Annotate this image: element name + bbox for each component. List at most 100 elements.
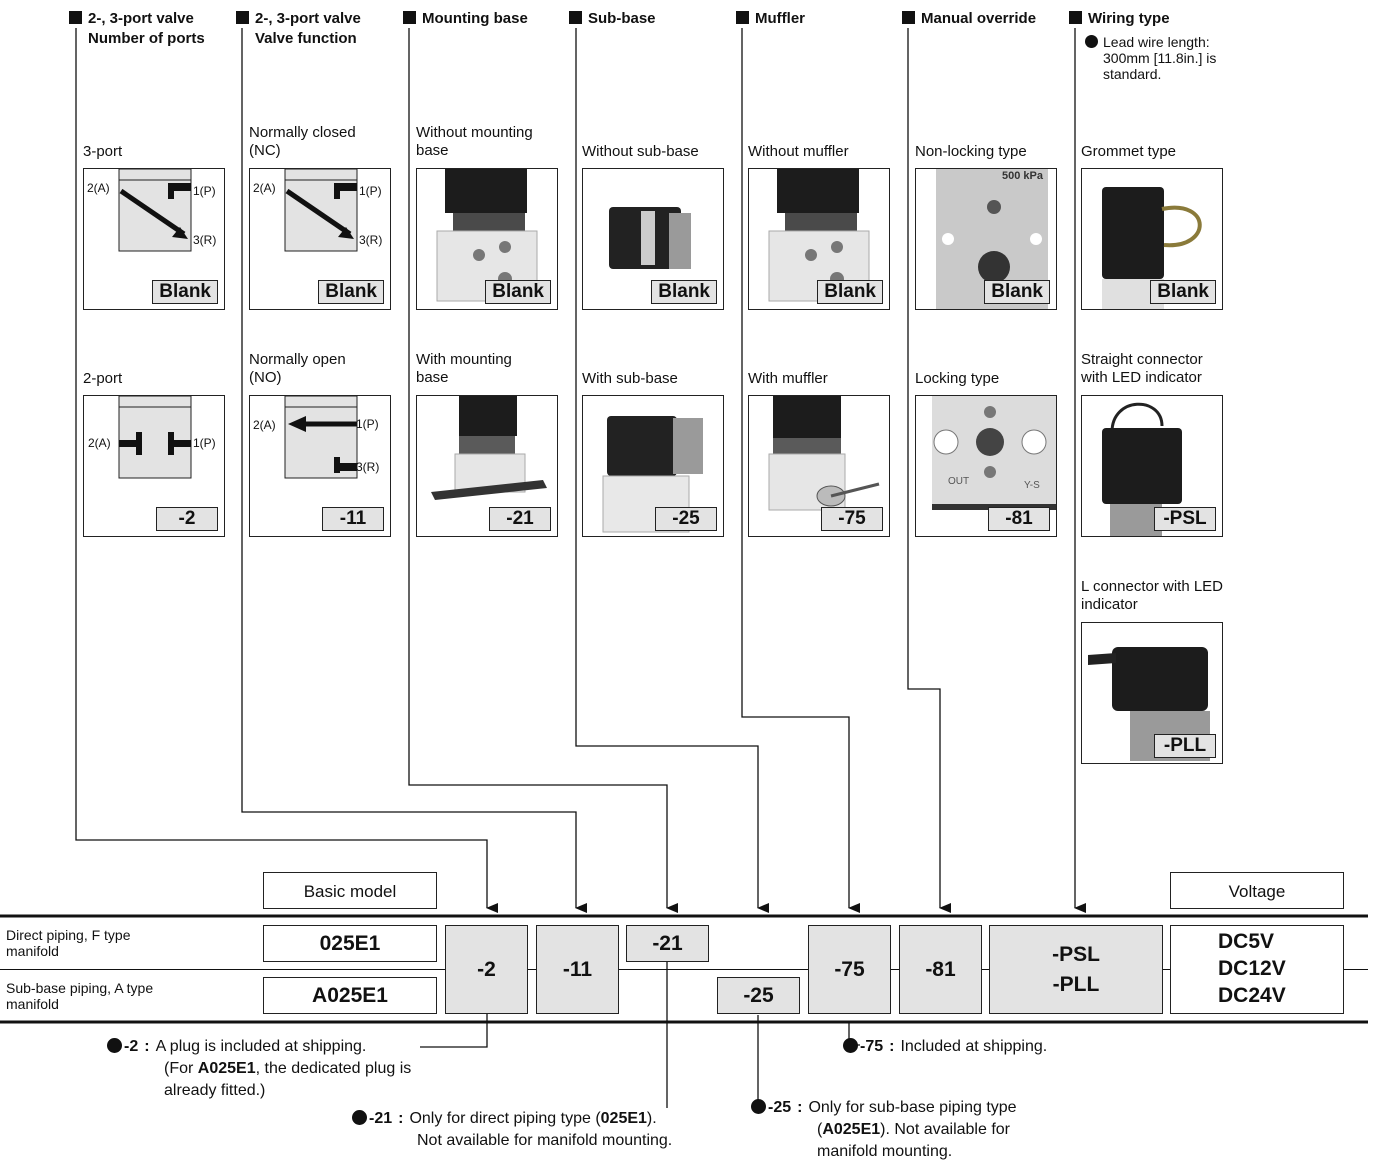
option-label: Without sub-base [582, 143, 699, 160]
option-label: Without mounting base [416, 124, 533, 159]
option-3-port: 2(A) 1(P) 3(R) Blank [83, 168, 225, 310]
code-cell-21: -21 [626, 925, 709, 962]
valve-no-symbol [284, 396, 358, 479]
port-label: 3(R) [356, 460, 380, 474]
port-label: 2(A) [88, 436, 111, 450]
option-label: Without muffler [748, 143, 849, 160]
port-label: 2(A) [253, 181, 276, 195]
valve-photo [431, 396, 547, 500]
bullet-square-icon [1069, 11, 1082, 24]
port-label: 2(A) [253, 418, 276, 432]
option-label: 3-port [83, 143, 123, 160]
header-mounting: Mounting base [403, 9, 528, 29]
row-label-direct: Direct piping, F type manifold [6, 927, 131, 959]
option-normally-closed: 2(A) 1(P) 3(R) Blank [249, 168, 391, 310]
model-direct: 025E1 [263, 925, 437, 962]
line-mounting [408, 28, 678, 913]
basic-model-header: Basic model [263, 872, 437, 909]
bullet-dot-icon [1085, 35, 1098, 48]
valve-photo [768, 396, 880, 511]
option-without-mounting-base: Blank [416, 168, 558, 310]
valve-photo [602, 416, 703, 533]
option-non-locking: 500 kPa Blank [915, 168, 1057, 310]
option-label: Normally closed (NC) [249, 124, 356, 159]
option-code: Blank [1150, 280, 1216, 304]
code-cell-25: -25 [717, 977, 800, 1014]
bullet-dot-icon [843, 1038, 858, 1053]
code-cell-2: -2 [445, 925, 528, 1014]
line-subbase [575, 28, 769, 913]
port-label: 2(A) [87, 181, 110, 195]
port-label: 1(P) [193, 184, 216, 198]
option-code: -21 [489, 507, 551, 531]
option-with-sub-base: -25 [582, 395, 724, 537]
option-label: With mounting base [416, 351, 512, 386]
pressure-mark: 500 kPa [1002, 170, 1043, 182]
bullet-dot-icon [352, 1110, 367, 1125]
valve-nc-symbol [284, 169, 358, 252]
port-mark: OUT [948, 476, 970, 487]
header-subbase: Sub-base [569, 9, 656, 29]
option-2-port: 2(A) 1(P) -2 [83, 395, 225, 537]
valve-photo [436, 169, 538, 302]
option-label: With muffler [748, 370, 828, 387]
footnote-2: -2:A plug is included at shipping. (For … [107, 1036, 411, 1102]
option-code: -PLL [1154, 734, 1216, 758]
option-code: Blank [984, 280, 1050, 304]
line-muffler [741, 28, 860, 913]
bullet-square-icon [69, 11, 82, 24]
header-muffler: Muffler [736, 9, 805, 29]
valve-face-photo [932, 396, 1056, 510]
option-code: Blank [651, 280, 717, 304]
valve-photo [609, 207, 691, 269]
option-grommet: Blank [1081, 168, 1223, 310]
option-straight-connector: -PSL [1081, 395, 1223, 537]
option-label: Grommet type [1081, 143, 1177, 160]
header-wiring: Wiring type [1069, 9, 1170, 29]
option-code: -81 [988, 507, 1050, 531]
voltage-header: Voltage [1170, 872, 1344, 909]
code-cell-11: -11 [536, 925, 619, 1014]
footnote-75: -75:Included at shipping. [843, 1036, 1047, 1058]
bullet-square-icon [403, 11, 416, 24]
option-label: Non-locking type [915, 143, 1027, 160]
option-code: -PSL [1154, 507, 1216, 531]
option-code: -75 [821, 507, 883, 531]
port-label: 1(P) [356, 417, 379, 431]
option-label: L connector with LED indicator [1081, 578, 1224, 613]
option-label: Straight connector with LED indicator [1081, 351, 1203, 386]
option-code: -11 [322, 507, 384, 531]
option-locking: OUT Y-S -81 [915, 395, 1057, 537]
line-function [241, 28, 587, 913]
port-label: 1(P) [193, 436, 216, 450]
option-label: 2-port [83, 370, 123, 387]
footnote-25: -25:Only for sub-base piping type (A025E… [751, 1097, 1017, 1163]
voltage-cell: DC5V DC12V DC24V [1170, 925, 1344, 1014]
option-without-muffler: Blank [748, 168, 890, 310]
wiring-note: Lead wire length: 300mm [11.8in.] is sta… [1085, 34, 1255, 82]
line-override [907, 28, 951, 913]
header-override: Manual override [902, 9, 1036, 29]
option-without-sub-base: Blank [582, 168, 724, 310]
option-code: Blank [817, 280, 883, 304]
port-label: 1(P) [359, 184, 382, 198]
option-with-muffler: -75 [748, 395, 890, 537]
port-mark: Y-S [1024, 480, 1040, 491]
option-with-mounting-base: -21 [416, 395, 558, 537]
option-code: Blank [485, 280, 551, 304]
bullet-square-icon [902, 11, 915, 24]
row-label-subbase: Sub-base piping, A type manifold [6, 980, 154, 1012]
port-label: 3(R) [359, 233, 383, 247]
option-code: Blank [152, 280, 218, 304]
option-normally-open: 2(A) 1(P) 3(R) -11 [249, 395, 391, 537]
bullet-square-icon [569, 11, 582, 24]
code-cell-81: -81 [899, 925, 982, 1014]
valve-photo [1102, 402, 1182, 536]
footnote-21: -21:Only for direct piping type (025E1).… [352, 1108, 672, 1152]
port-label: 3(R) [193, 233, 217, 247]
option-label: With sub-base [582, 370, 678, 387]
valve-3port-nc-symbol [118, 169, 192, 252]
